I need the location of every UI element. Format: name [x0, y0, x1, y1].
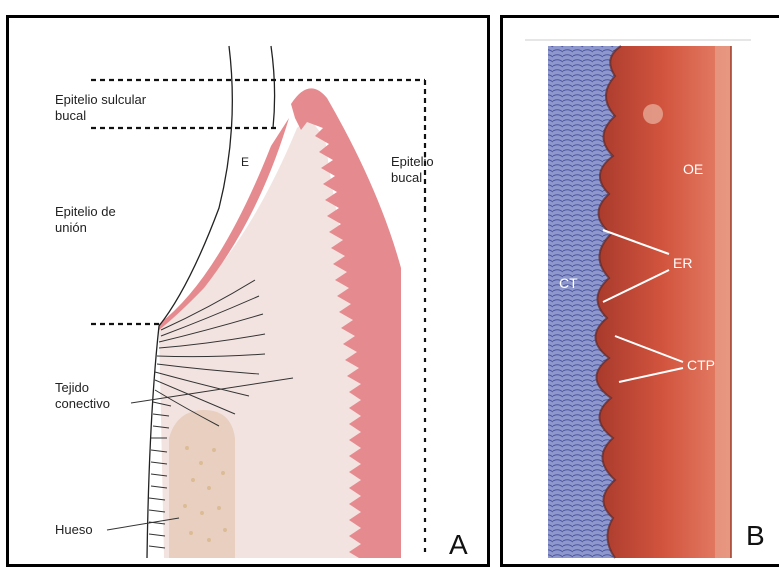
panel-b-letter: B [746, 520, 765, 552]
label-ct: CT [559, 275, 578, 291]
cell-cluster [643, 104, 663, 124]
label-ctp: CTP [687, 357, 715, 373]
panel-a-letter: A [449, 529, 468, 561]
gingiva-schematic: Epitelio sulcular bucal E Epitelio bucal… [9, 18, 490, 567]
bone-region [169, 410, 235, 558]
label-enamel: E [241, 155, 249, 169]
label-er: ER [673, 255, 692, 271]
oral-epithelium-layer [595, 46, 731, 558]
label-hueso: Hueso [55, 522, 93, 537]
label-epitelio-union: Epitelio de unión [55, 204, 119, 235]
label-epitelio-sulcular: Epitelio sulcular bucal [55, 92, 150, 123]
label-oe: OE [683, 161, 703, 177]
panel-b-micrograph: OE ER CT CTP B [500, 15, 779, 567]
tooth-outline-right [271, 46, 275, 128]
label-epitelio-bucal: Epitelio bucal [391, 154, 437, 185]
label-tejido-conectivo: Tejido conectivo [55, 380, 110, 411]
panel-a-diagram: Epitelio sulcular bucal E Epitelio bucal… [6, 15, 490, 567]
surface-layer [715, 46, 731, 558]
histology-image: OE ER CT CTP [503, 18, 779, 567]
